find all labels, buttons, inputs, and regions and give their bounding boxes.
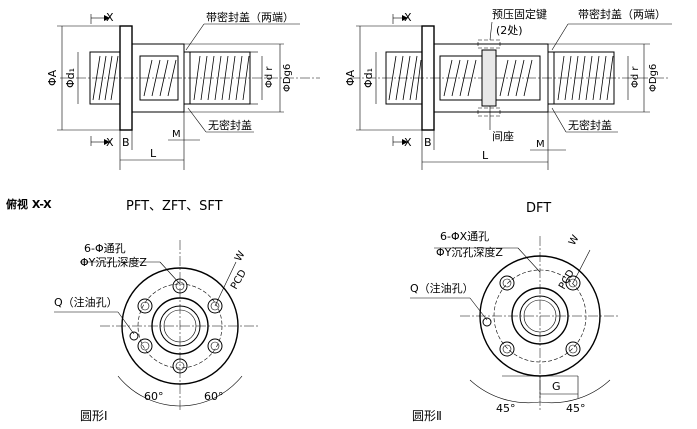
dim-phi-dg6-right: ΦDg6 [648,64,659,92]
front-view-left: 6-Φ通孔 ΦY沉孔深度Z Q（注油孔） PCD W 60° 60° 圆形Ⅰ [54,240,260,423]
left-side-view: X X ΦA Φd₁ Φd r ΦDg6 B L M 带密封盖（两端） 无密封盖 [46,10,320,170]
preload-key-count: (2处) [496,24,523,37]
no-seal-cover-label: 无密封盖 [208,118,252,132]
caption-circle-1: 圆形Ⅰ [80,409,108,423]
left-model-label: PFT、ZFT、SFT [126,199,223,214]
dim-phi-d1: Φd₁ [64,68,77,88]
dim-m: M [172,129,181,140]
dim-phi-dr: Φd r [264,66,275,88]
section-label-x-bottom-right: X [404,136,412,149]
hole-note-1-left: 6-Φ通孔 [84,242,126,255]
hole-note-2-left: ΦY沉孔深度Z [80,255,147,269]
dim-b-right: B [424,136,432,149]
dim-b: B [122,136,130,149]
seal-cover-both-label: 带密封盖（两端） [206,10,294,24]
section-label-x-top-right: X [404,11,412,24]
front-view-right: 6-ΦX通孔 ΦY沉孔深度Z Q（注油孔） PCD W G 45° 45° 圆形… [410,230,620,423]
dim-l: L [150,147,157,160]
section-label-x-top: X [106,11,114,24]
top-view-title: 俯视 X-X [6,197,52,211]
angle-1-left: 60° [144,390,164,403]
caption-circle-2: 圆形Ⅱ [412,409,442,423]
preload-key-label: 预压固定键 [492,7,547,21]
right-model-label: DFT [526,201,551,216]
hole-note-2-right: ΦY沉孔深度Z [436,245,503,259]
angle-2-left: 60° [204,390,224,403]
dim-l-right: L [482,149,489,162]
dim-phi-dg6: ΦDg6 [282,64,293,92]
dim-phi-d1-right: Φd₁ [362,68,375,88]
dim-phi-a-right: ΦA [344,69,357,86]
pcd-label-left: PCD [229,268,249,292]
dim-m-right: M [536,139,545,150]
oil-hole-left: Q（注油孔） [54,295,118,309]
angle-1-right: 45° [496,402,516,415]
dim-g: G [552,380,561,393]
section-label-x-bottom: X [106,136,114,149]
no-seal-cover-label-right: 无密封盖 [568,118,612,132]
w-label-left: W [233,249,248,263]
seal-cover-both-label-right: 带密封盖（两端） [578,7,666,21]
w-label-right: W [567,233,582,247]
spacer-label: 间座 [492,129,514,143]
dim-phi-dr-right: Φd r [630,66,641,88]
right-side-view: X X ΦA Φd₁ Φd r ΦDg6 B L M 预压固定键 (2处) 带密… [344,7,672,170]
hole-note-1-right: 6-ΦX通孔 [440,230,489,243]
dim-phi-a: ΦA [46,69,59,86]
angle-2-right: 45° [566,402,586,415]
pcd-label-right: PCD [557,268,577,292]
oil-hole-right: Q（注油孔） [410,281,474,295]
